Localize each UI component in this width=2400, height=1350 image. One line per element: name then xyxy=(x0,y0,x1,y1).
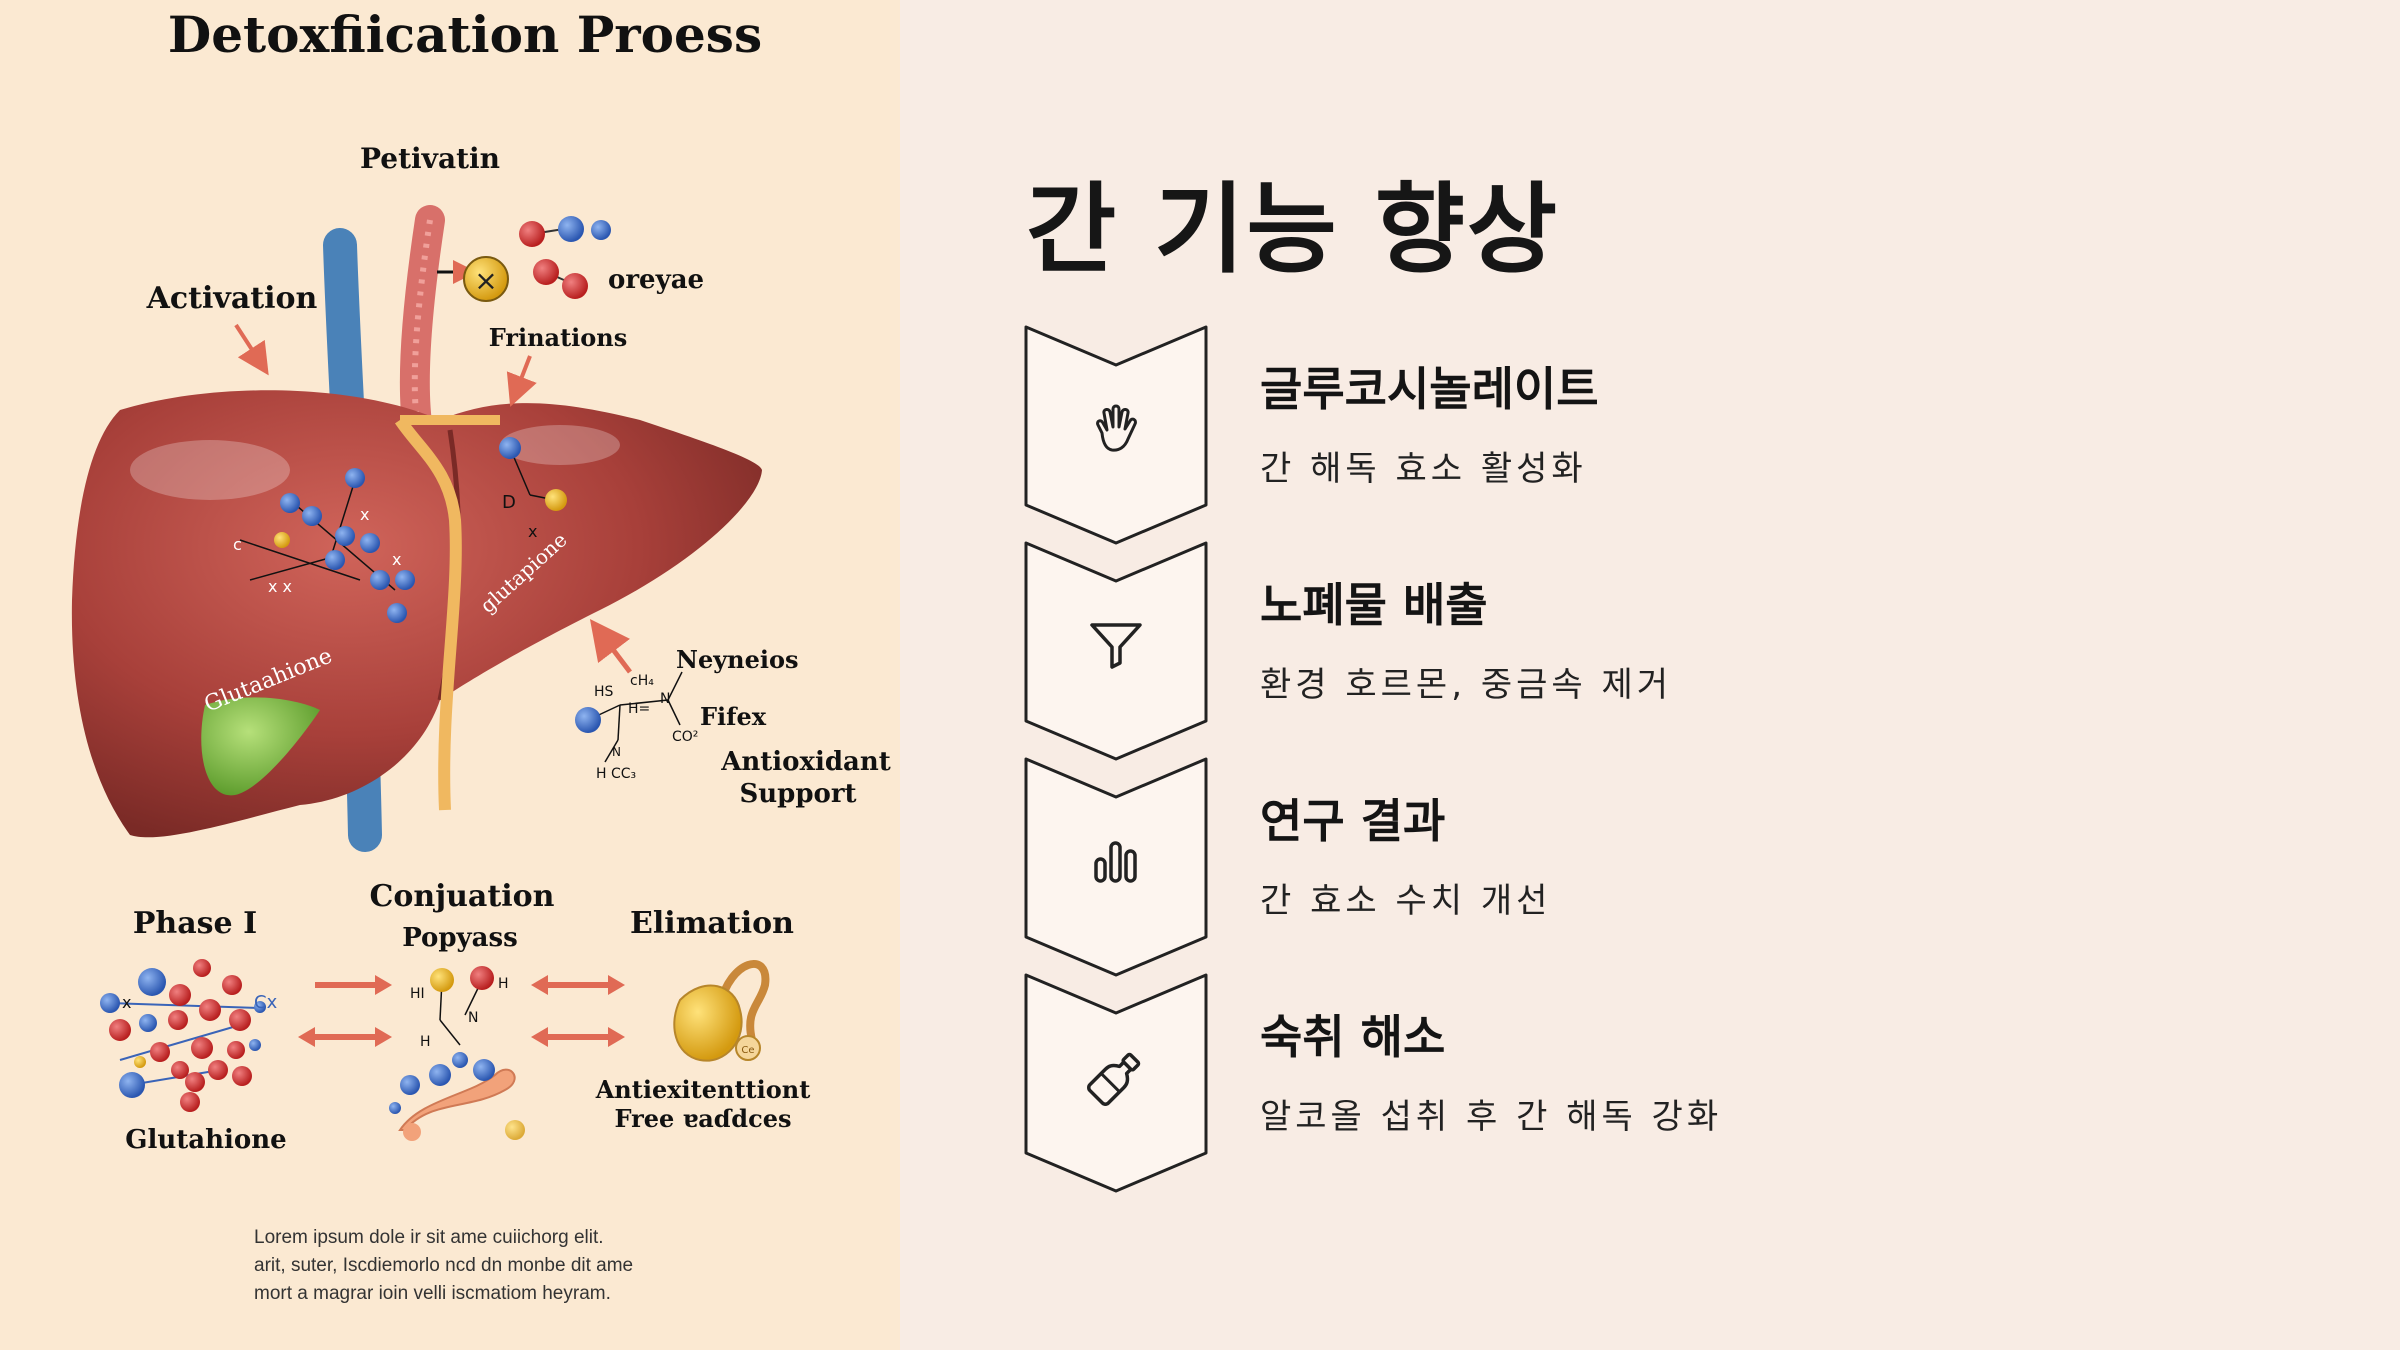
step-description: 알코올 섭취 후 간 해독 강화 xyxy=(1260,1097,1723,1137)
lorem-line: arit, suter, Iscdiemorlo ncd dn monbe di… xyxy=(254,1255,634,1276)
label-fifex: Fifex xyxy=(700,702,767,731)
x-marker-icon xyxy=(463,256,509,302)
svg-text:Cx: Cx xyxy=(254,992,278,1013)
svg-text:HS: HS xyxy=(594,684,614,700)
lorem-caption: Lorem ipsum dole ir sit ame cuiichorg el… xyxy=(254,1224,674,1308)
svg-text:N: N xyxy=(468,1010,478,1026)
svg-text:D: D xyxy=(502,492,516,513)
slide-title: 간 기능 향상 xyxy=(1026,173,1560,287)
step-chevron xyxy=(1024,541,1208,761)
label-antiexitenttiont: Antiexitenttiont xyxy=(595,1075,811,1104)
gallbladder xyxy=(201,697,320,796)
svg-text:H CC₃: H CC₃ xyxy=(596,766,636,782)
label-popyass: Popyass xyxy=(402,923,518,953)
label-support: Support xyxy=(739,779,856,809)
svg-text:N: N xyxy=(660,691,670,707)
bile-duct xyxy=(395,416,462,811)
label-glutahione: Glutahione xyxy=(125,1125,286,1155)
step-item: 숙취 해소 알코올 섭취 후 간 해독 강화 xyxy=(1024,973,2024,1193)
label-conjuation: Conjuation xyxy=(370,879,555,914)
illustration-title: Detoxfiication Proess xyxy=(168,5,762,64)
label-activation: Activation xyxy=(146,281,318,316)
molecule-cluster-right: D x xyxy=(499,437,567,541)
label-phase1: Phase I xyxy=(133,906,257,941)
lorem-line: Lorem ipsum dole ir sit ame cuiichorg el… xyxy=(254,1227,604,1248)
conjugation-molecule: HI H N H xyxy=(389,966,525,1141)
step-description: 간 해독 효소 활성화 xyxy=(1260,449,1587,489)
svg-text:x: x xyxy=(122,993,131,1012)
step-item: 노폐물 배출 환경 호르몬, 중금속 제거 xyxy=(1024,541,2024,761)
filter-icon xyxy=(1090,623,1142,669)
step-chevron xyxy=(1024,973,1208,1193)
svg-text:H: H xyxy=(420,1034,431,1050)
svg-text:H: H xyxy=(498,976,509,992)
label-oreyae: oreyae xyxy=(608,265,704,295)
stage-arrows xyxy=(298,975,625,1047)
activation-arrow xyxy=(234,323,269,376)
step-item: 글루코시놀레이트 간 해독 효소 활성화 xyxy=(1024,325,2024,545)
svg-text:×: × xyxy=(474,264,497,297)
svg-text:H=: H= xyxy=(628,701,650,717)
slide-content-panel: 간 기능 향상 글루코시놀레이트 간 해독 효소 활성화 노폐물 배출 환경 호… xyxy=(900,0,2400,1350)
bar-chart-icon xyxy=(1094,841,1137,883)
svg-text:HI: HI xyxy=(410,986,425,1002)
step-title: 글루코시놀레이트 xyxy=(1260,362,1599,416)
step-chevron xyxy=(1024,757,1208,977)
antioxidant-molecule: HS H= N cH₄ CO² N H CC₃ xyxy=(575,671,698,782)
liver-detox-illustration: Detoxfiication Proess Petivatin Activati… xyxy=(71,5,891,1155)
svg-text:c: c xyxy=(233,535,242,554)
bottle-icon xyxy=(1087,1052,1141,1106)
label-elimation: Elimation xyxy=(630,906,794,941)
label-free-radicals: Free ɐaɗdces xyxy=(615,1104,792,1133)
svg-text:x: x xyxy=(528,522,537,541)
step-description: 환경 호르몬, 중금속 제거 xyxy=(1260,665,1673,705)
label-antioxidant: Antioxidant xyxy=(720,747,891,777)
svg-text:x: x xyxy=(360,505,369,524)
step-chevron xyxy=(1024,325,1208,545)
step-description: 간 효소 수치 개선 xyxy=(1260,881,1552,921)
label-petivatin: Petivatin xyxy=(360,142,500,175)
svg-text:x x: x x xyxy=(268,577,292,596)
artery xyxy=(399,205,445,445)
step-title: 노폐물 배출 xyxy=(1260,578,1488,632)
label-frinations: Frinations xyxy=(489,323,628,352)
phase1-molecule-cluster: x Cx xyxy=(100,959,278,1112)
step-item: 연구 결과 간 효소 수치 개선 xyxy=(1024,757,2024,977)
molecule-cluster-left: c x x x x xyxy=(233,468,415,623)
step-title: 숙취 해소 xyxy=(1260,1010,1446,1064)
detox-illustration-panel: Detoxfiication Proess Petivatin Activati… xyxy=(0,0,900,1350)
hand-icon xyxy=(1096,404,1137,452)
elimination-gallbladder: Ce xyxy=(673,960,770,1062)
svg-text:x: x xyxy=(392,550,401,569)
lorem-line: mort a magrar ioin velli iscmatiom heyra… xyxy=(254,1283,611,1304)
svg-text:N: N xyxy=(612,745,621,759)
svg-text:cH₄: cH₄ xyxy=(630,673,654,689)
svg-text:Ce: Ce xyxy=(741,1045,754,1056)
svg-text:CO²: CO² xyxy=(672,729,698,745)
label-neyneios: Neyneios xyxy=(676,645,799,674)
step-title: 연구 결과 xyxy=(1260,794,1446,848)
